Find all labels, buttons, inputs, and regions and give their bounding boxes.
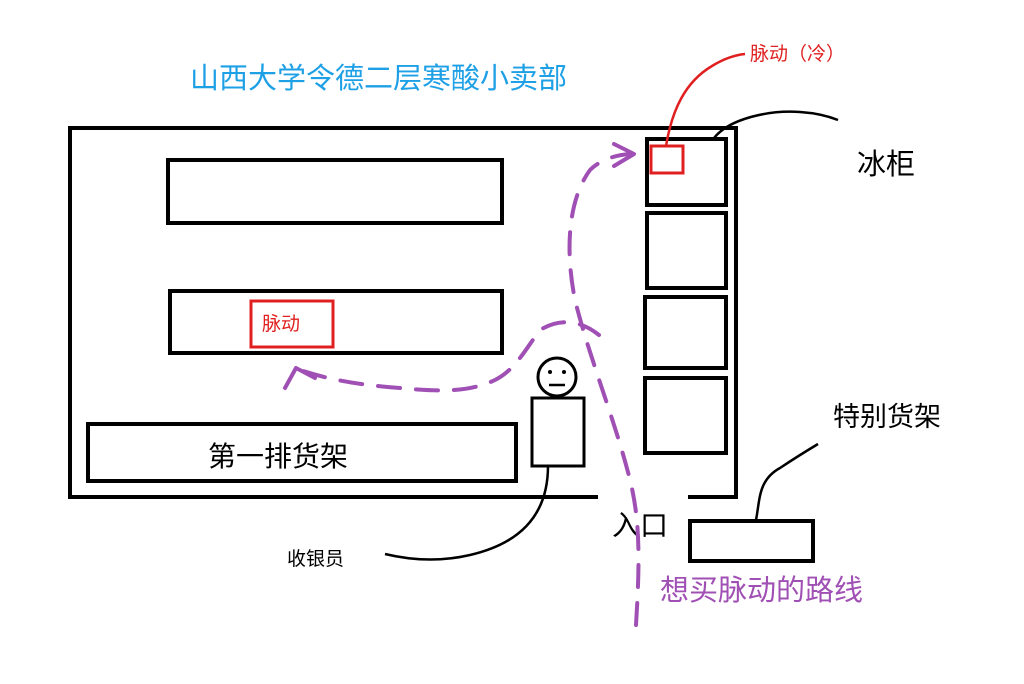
freezer-compartment-1	[645, 137, 728, 207]
purchase-route	[298, 152, 641, 627]
maidong-shelf-marker	[249, 299, 335, 349]
special-shelf-label: 特别货架	[833, 402, 941, 433]
cashier-label: 收银员	[287, 548, 344, 570]
maidong-cold-leader	[664, 52, 746, 147]
route-arrowhead-freezer	[612, 142, 636, 168]
maidong-cold-marker	[649, 144, 685, 175]
freezer-label: 冰柜	[857, 147, 915, 181]
top-shelf	[166, 158, 504, 225]
first-row-shelf-label: 第一排货架	[208, 440, 348, 473]
middle-shelf	[168, 289, 504, 355]
freezer-compartment-2	[645, 211, 728, 290]
store-wall	[68, 126, 738, 499]
first-row-shelf	[86, 422, 518, 483]
maidong-cold-label: 脉动（冷）	[750, 43, 845, 65]
cashier-leader	[384, 465, 550, 561]
entrance-label: 入口	[612, 509, 668, 542]
cashier-counter	[530, 396, 586, 468]
diagram-title: 山西大学令德二层寒酸小卖部	[190, 61, 567, 95]
cashier-figure	[530, 356, 586, 468]
maidong-shelf-label: 脉动	[262, 313, 300, 335]
route-arrowhead-shelf	[283, 366, 317, 390]
neutral-face-icon	[536, 356, 578, 398]
route-label: 想买脉动的路线	[660, 573, 863, 607]
freezer-compartment-3	[643, 295, 728, 370]
freezer-compartment-4	[643, 376, 728, 455]
freezer-leader	[713, 110, 839, 139]
special-shelf	[688, 519, 815, 563]
special-shelf-leader	[754, 442, 819, 521]
